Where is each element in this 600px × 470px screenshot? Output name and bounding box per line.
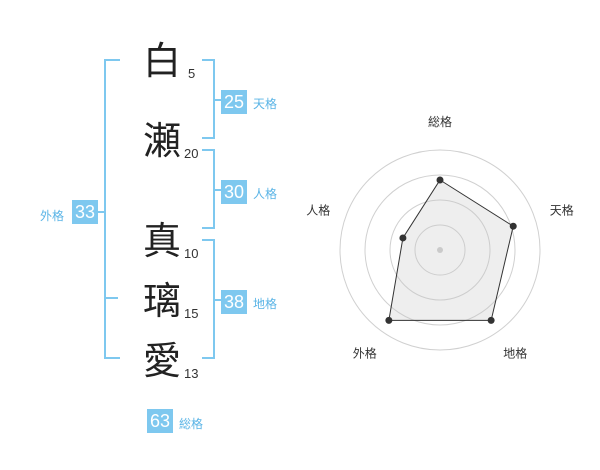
char-1-strokes: 5 xyxy=(188,66,196,81)
radar-point-1 xyxy=(436,176,444,184)
radar-axis-label-1: 総格 xyxy=(428,114,452,129)
char-2: 瀬 xyxy=(143,119,182,163)
char-3: 真 xyxy=(143,219,182,263)
radar-point-4 xyxy=(385,316,393,324)
radar-ring xyxy=(389,199,491,301)
char-5-strokes: 13 xyxy=(184,366,199,381)
radar-center xyxy=(437,247,443,253)
char-1: 白 xyxy=(143,39,182,83)
char-5: 愛 xyxy=(143,339,182,383)
chikaku-value: 38 xyxy=(221,290,247,314)
soukaku-value: 63 xyxy=(147,409,173,433)
chikaku-label: 地格 xyxy=(253,297,278,311)
chikaku-bracket xyxy=(202,239,222,359)
radar-point-2 xyxy=(509,222,517,230)
tenkaku-value: 25 xyxy=(221,90,247,114)
radar-axis-label-2: 天格 xyxy=(550,202,574,217)
radar-axis-label-4: 外格 xyxy=(353,346,377,361)
char-4-strokes: 15 xyxy=(184,306,199,321)
gaikaku-value: 33 xyxy=(72,200,98,224)
char-3-strokes: 10 xyxy=(184,246,199,261)
radar-axis-label-3: 地格 xyxy=(503,346,527,361)
char-2-strokes: 20 xyxy=(184,146,199,161)
tenkaku-bracket xyxy=(202,59,222,139)
radar-point-5 xyxy=(399,234,407,242)
char-4: 璃 xyxy=(143,279,182,323)
soukaku-label: 総格 xyxy=(179,417,204,431)
radar-area xyxy=(388,179,514,321)
radar-ring xyxy=(339,149,541,351)
jinkaku-label: 人格 xyxy=(253,187,278,201)
tenkaku-label: 天格 xyxy=(253,97,278,111)
radar-axis-label-5: 人格 xyxy=(306,202,330,217)
radar-point-3 xyxy=(487,316,495,324)
radar-ring xyxy=(364,174,516,326)
jinkaku-value: 30 xyxy=(221,180,247,204)
jinkaku-bracket xyxy=(202,149,222,229)
radar-ring xyxy=(414,224,466,276)
gaikaku-label: 外格 xyxy=(40,209,65,223)
